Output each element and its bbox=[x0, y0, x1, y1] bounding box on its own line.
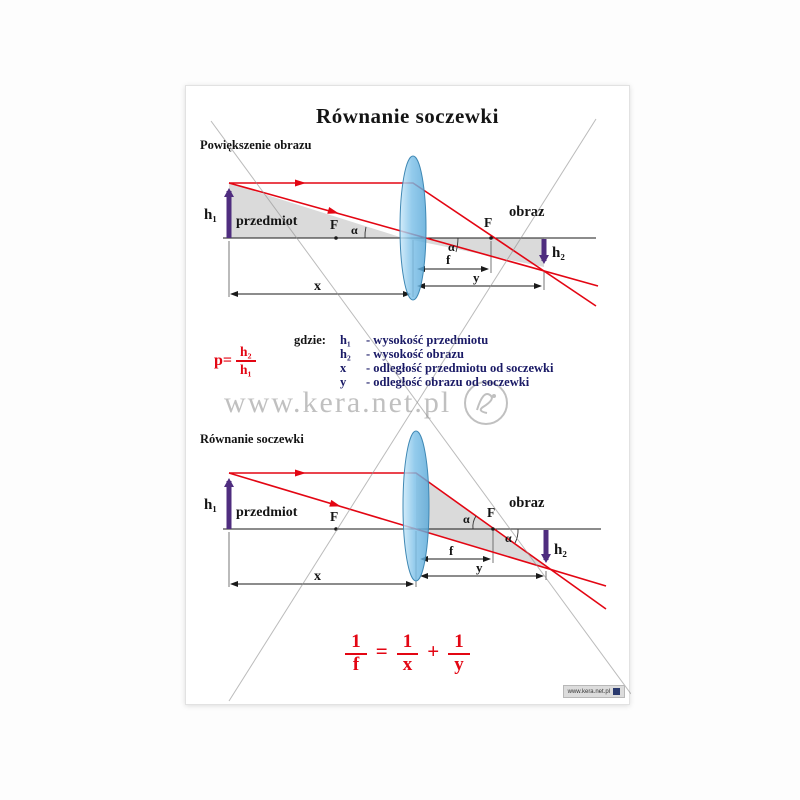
focal-point-right-dot bbox=[489, 236, 493, 240]
legend: gdzie: h₁ - wysokość przedmiotu h₂ - wys… bbox=[294, 333, 553, 389]
focal-left-label: F bbox=[330, 217, 338, 232]
angle-arc-right bbox=[514, 528, 519, 544]
image-label: obraz bbox=[509, 204, 545, 220]
legend-row: x - odległość przedmiotu od soczewki bbox=[294, 361, 553, 375]
object-label: przedmiot bbox=[236, 505, 298, 520]
legend-row: y - odległość obrazu od soczewki bbox=[294, 375, 553, 389]
image-height-label: h₂ bbox=[552, 245, 565, 261]
plus-sign: + bbox=[427, 639, 440, 664]
legend-desc: - odległość przedmiotu od soczewki bbox=[366, 361, 554, 375]
magnification-fraction: h₂ h₁ bbox=[236, 344, 256, 378]
legend-row: gdzie: h₁ - wysokość przedmiotu bbox=[294, 333, 553, 347]
magnification-formula: p= h₂ h₁ bbox=[214, 344, 256, 378]
section-label-magnification: Powiększenie obrazu bbox=[200, 138, 312, 152]
numerator: 1 bbox=[448, 632, 470, 655]
publisher-badge-icon bbox=[613, 688, 620, 695]
converging-lens bbox=[399, 155, 427, 301]
legend-desc: - odległość obrazu od soczewki bbox=[366, 375, 530, 389]
angle-arc-left bbox=[364, 226, 367, 239]
focal-right-label: F bbox=[484, 215, 492, 230]
shaded-rays-triangle bbox=[416, 473, 546, 567]
ray-central bbox=[228, 472, 607, 587]
legend-desc: - wysokość przedmiotu bbox=[366, 333, 489, 347]
object-height-label: h₁ bbox=[204, 207, 217, 223]
ray-direction-arrow bbox=[295, 469, 306, 477]
publisher-badge: www.kera.net.pl bbox=[562, 685, 625, 698]
focal-point-left-dot bbox=[334, 236, 338, 240]
object-label: przedmiot bbox=[236, 214, 298, 229]
ray-parallel bbox=[229, 182, 597, 307]
numerator: 1 bbox=[345, 632, 367, 655]
watermark-text: www.kera.net.pl bbox=[224, 386, 452, 419]
shaded-object-triangle bbox=[229, 183, 403, 238]
fraction-one-over-y: 1 y bbox=[448, 632, 470, 676]
dim-f-label: f bbox=[446, 252, 451, 267]
image-height-label: h₂ bbox=[554, 542, 567, 558]
magnification-numerator: h₂ bbox=[236, 344, 256, 363]
fraction-one-over-x: 1 x bbox=[396, 632, 419, 676]
dim-y-label: y bbox=[476, 560, 483, 575]
focal-point-right-dot bbox=[491, 527, 495, 531]
legend-term: h₂ bbox=[340, 347, 351, 361]
ray-direction-arrow bbox=[295, 179, 306, 187]
legend-term: h₁ bbox=[340, 333, 351, 347]
section-label-lens-equation: Równanie soczewki bbox=[200, 432, 304, 446]
denominator: x bbox=[402, 653, 413, 675]
focal-right-label: F bbox=[487, 505, 495, 520]
focal-left-label: F bbox=[330, 509, 338, 524]
equals-sign: = bbox=[375, 639, 388, 664]
angle-left-label: α bbox=[463, 512, 470, 526]
image-label: obraz bbox=[509, 495, 545, 511]
numerator: 1 bbox=[396, 632, 419, 655]
shaded-image-triangle bbox=[403, 238, 544, 267]
ray-central bbox=[228, 182, 599, 287]
ray-direction-arrow bbox=[329, 499, 341, 507]
dim-y-label: y bbox=[473, 270, 480, 285]
legend-desc: - wysokość obrazu bbox=[366, 347, 464, 361]
legend-row: h₂ - wysokość obrazu bbox=[294, 347, 553, 361]
focal-point-left-dot bbox=[334, 527, 338, 531]
dim-f-label: f bbox=[449, 543, 454, 558]
ray-parallel bbox=[229, 472, 607, 610]
dim-x-label: x bbox=[314, 279, 321, 294]
legend-intro: gdzie: bbox=[294, 333, 326, 347]
poster: Równanie soczewki Powiększenie obrazu bbox=[185, 85, 631, 705]
object-height-label: h₁ bbox=[204, 497, 217, 513]
legend-term: x bbox=[340, 361, 347, 375]
lens-equation-formula: 1 f = 1 x + 1 y bbox=[186, 632, 629, 676]
angle-left-label: α bbox=[351, 223, 358, 237]
legend-term: y bbox=[340, 375, 347, 389]
fraction-one-over-f: 1 f bbox=[345, 632, 367, 676]
ray-direction-arrow bbox=[327, 207, 339, 214]
magnification-denominator: h₁ bbox=[240, 362, 252, 378]
publisher-badge-text: www.kera.net.pl bbox=[567, 688, 610, 695]
angle-arc-right bbox=[455, 237, 459, 253]
converging-lens bbox=[402, 430, 430, 582]
denominator: f bbox=[352, 653, 360, 675]
denominator: y bbox=[454, 653, 464, 675]
dim-x-label: x bbox=[314, 569, 321, 584]
angle-right-label: α bbox=[505, 531, 512, 545]
angle-arc-left bbox=[472, 515, 477, 530]
magnification-lhs: p= bbox=[214, 352, 233, 370]
page-title: Równanie soczewki bbox=[316, 104, 499, 128]
angle-right-label: α bbox=[448, 240, 455, 254]
